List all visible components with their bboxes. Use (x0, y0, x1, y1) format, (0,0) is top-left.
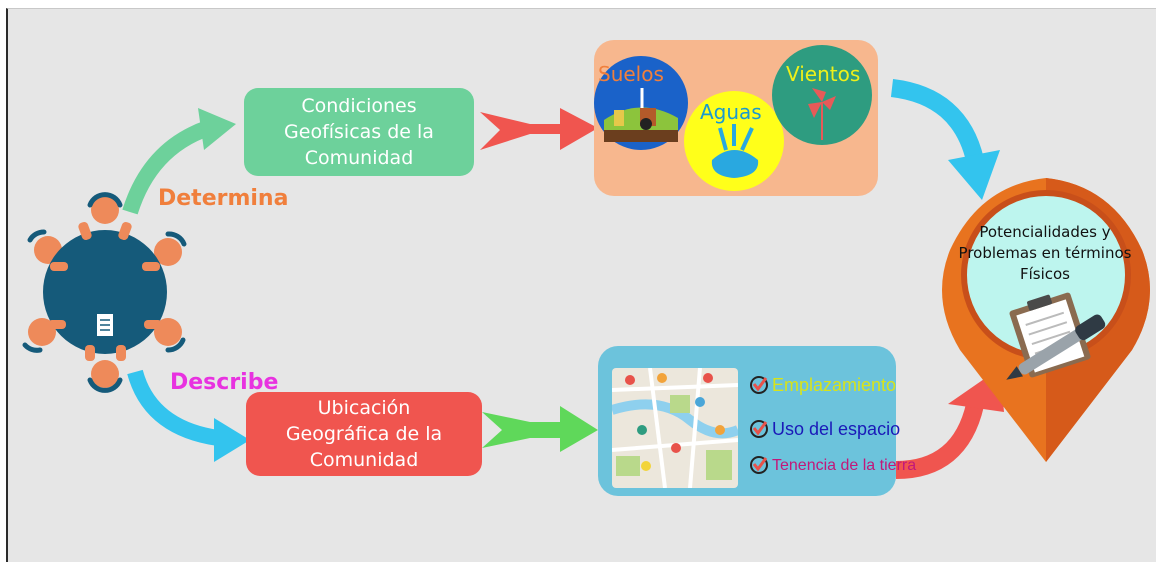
suelos-label: Suelos (598, 62, 664, 86)
arrow-to-geofisicas (122, 108, 236, 215)
meeting-table-icon (22, 192, 187, 393)
arrow-to-elements (480, 108, 598, 150)
verb-describe: Describe (170, 370, 279, 395)
map-icon (612, 368, 738, 488)
check-icon-uso-espacio (750, 420, 768, 438)
aguas-label: Aguas (700, 100, 762, 124)
check-icon-tenencia (750, 456, 768, 474)
arrow-to-map (482, 406, 598, 452)
aguas-icon (684, 91, 784, 191)
condition-uso-espacio: Uso del espacio (772, 419, 901, 439)
condition-emplazamiento: Emplazamiento (772, 375, 897, 395)
condition-tenencia: Tenencia de la tierra (772, 457, 917, 474)
suelos-icon (594, 56, 688, 150)
geofisicas-label: Condiciones Geofísicas de la Comunidad (284, 95, 434, 169)
result-label: Potencialidades y Problemas en términos … (958, 223, 1132, 283)
vientos-label: Vientos (786, 62, 861, 86)
vientos-icon (772, 45, 872, 145)
ubicacion-label: Ubicación Geográfica de la Comunidad (285, 397, 443, 471)
arrow-to-ubicacion (127, 369, 250, 462)
clipboard-pen-icon (1006, 292, 1106, 380)
geofisicas-box: Condiciones Geofísicas de la Comunidad (244, 88, 474, 176)
arrow-elements-to-result (890, 79, 1000, 200)
ubicacion-box: Ubicación Geográfica de la Comunidad (246, 392, 482, 476)
check-icon-emplazamiento (750, 376, 768, 394)
verb-determina: Determina (158, 186, 289, 211)
